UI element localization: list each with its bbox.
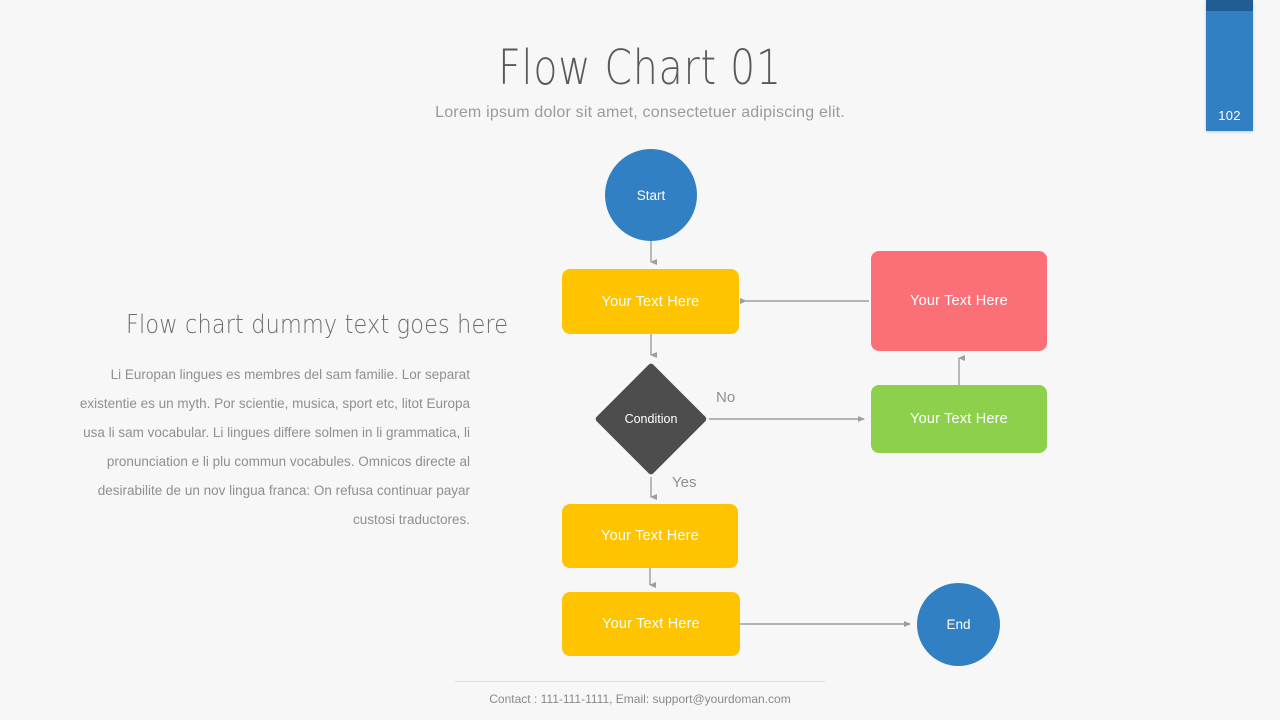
badge-top-strip <box>1206 0 1253 11</box>
node-start-label: Start <box>636 187 666 203</box>
description-panel: Flow chart dummy text goes here Li Europ… <box>70 310 509 534</box>
description-heading: Flow chart dummy text goes here <box>126 310 509 340</box>
description-body: Li Europan lingues es membres del sam fa… <box>79 367 470 527</box>
node-end-label: End <box>946 617 971 632</box>
edge-label-no: No <box>716 389 736 406</box>
edge-label-yes: Yes <box>672 474 697 491</box>
node-red-box-label: Your Text Here <box>910 293 1008 309</box>
footer-contact-text: Contact : 111-111-1111, Email: support@y… <box>489 692 791 706</box>
node-step-3-label: Your Text Here <box>602 616 700 632</box>
page-number-label: 102 <box>1218 108 1241 123</box>
node-step-1-label: Your Text Here <box>601 293 700 310</box>
footer-divider <box>455 681 825 682</box>
node-step-3[interactable]: Your Text Here <box>562 592 740 656</box>
page-number-badge: 102 <box>1206 0 1253 131</box>
node-step-2[interactable]: Your Text Here <box>562 504 738 568</box>
node-condition-label: Condition <box>624 412 678 426</box>
node-start[interactable]: Start <box>605 149 697 241</box>
node-step-2-label: Your Text Here <box>601 528 699 544</box>
page-subtitle: Lorem ipsum dolor sit amet, consectetuer… <box>435 104 845 121</box>
node-step-1[interactable]: Your Text Here <box>562 269 739 334</box>
node-green-box[interactable]: Your Text Here <box>871 385 1047 453</box>
node-end[interactable]: End <box>917 583 1000 666</box>
page-title: Flow Chart 01 <box>498 40 782 96</box>
node-condition[interactable]: Condition <box>594 362 708 476</box>
node-red-box[interactable]: Your Text Here <box>871 251 1047 351</box>
node-green-box-label: Your Text Here <box>910 411 1008 427</box>
